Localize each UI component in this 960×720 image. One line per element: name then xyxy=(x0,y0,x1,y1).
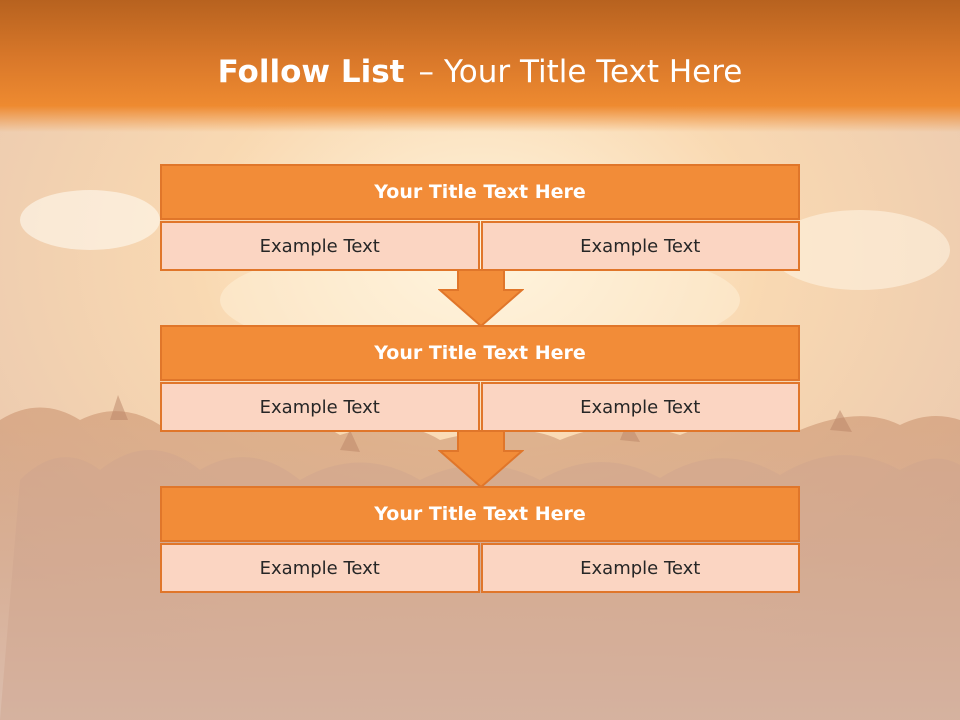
slide-title-bold: Follow List xyxy=(217,54,405,90)
step-cell-left: Example Text xyxy=(160,382,480,432)
down-arrow-icon xyxy=(438,430,524,489)
step-cell-left: Example Text xyxy=(160,543,480,593)
step-title: Your Title Text Here xyxy=(160,325,800,381)
step-cell-right: Example Text xyxy=(480,382,800,432)
step-cell-right: Example Text xyxy=(480,543,800,593)
step-cell-right: Example Text xyxy=(480,221,800,271)
step-box-1: Your Title Text Here Example Text Exampl… xyxy=(160,164,800,271)
step-title: Your Title Text Here xyxy=(160,164,800,220)
step-row: Example Text Example Text xyxy=(160,221,800,271)
step-title: Your Title Text Here xyxy=(160,486,800,542)
step-row: Example Text Example Text xyxy=(160,382,800,432)
slide-title: Follow List–Your Title Text Here xyxy=(0,54,960,90)
step-box-2: Your Title Text Here Example Text Exampl… xyxy=(160,325,800,432)
down-arrow-icon xyxy=(438,269,524,328)
step-box-3: Your Title Text Here Example Text Exampl… xyxy=(160,486,800,593)
slide-title-separator: – xyxy=(418,54,434,90)
slide-title-rest: Your Title Text Here xyxy=(443,54,743,90)
header-band xyxy=(0,0,960,132)
step-row: Example Text Example Text xyxy=(160,543,800,593)
step-cell-left: Example Text xyxy=(160,221,480,271)
